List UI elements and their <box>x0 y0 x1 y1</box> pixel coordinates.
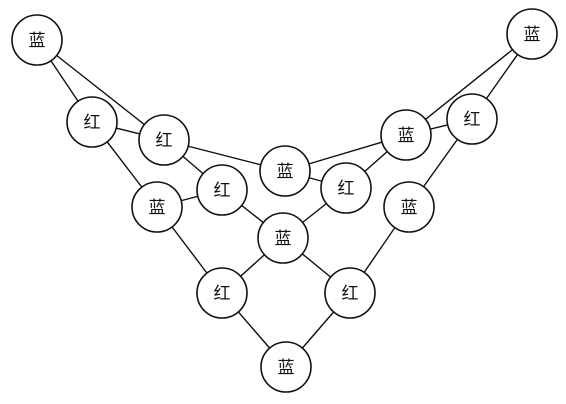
node-label: 红 <box>342 284 359 304</box>
node-label: 蓝 <box>149 198 166 218</box>
node-label: 红 <box>214 284 231 304</box>
node-label: 红 <box>464 110 481 130</box>
graph-node: 蓝 <box>11 14 63 66</box>
node-circle <box>131 181 183 233</box>
node-circle <box>257 212 309 264</box>
graph-node: 蓝 <box>259 145 311 197</box>
node-label: 蓝 <box>278 358 295 378</box>
node-label: 蓝 <box>398 126 415 146</box>
graph-node: 蓝 <box>257 212 309 264</box>
edges-layer <box>36 33 533 368</box>
node-circle <box>446 93 498 145</box>
node-circle <box>11 14 63 66</box>
node-circle <box>506 8 558 60</box>
node-circle <box>320 162 372 214</box>
node-circle <box>260 341 312 393</box>
node-label: 蓝 <box>401 198 418 218</box>
graph-node: 红 <box>324 267 376 319</box>
node-label: 蓝 <box>29 31 46 51</box>
node-circle <box>138 114 190 166</box>
nodes-layer: 蓝红红蓝红蓝红蓝蓝红蓝蓝红红蓝 <box>11 8 558 393</box>
graph-node: 蓝 <box>131 181 183 233</box>
node-circle <box>324 267 376 319</box>
graph-node: 红 <box>446 93 498 145</box>
node-label: 红 <box>156 131 173 151</box>
graph-node: 红 <box>138 114 190 166</box>
node-circle <box>196 164 248 216</box>
graph-node: 蓝 <box>383 181 435 233</box>
node-label: 红 <box>338 179 355 199</box>
node-circle <box>66 96 118 148</box>
node-circle <box>380 109 432 161</box>
graph-edge <box>36 39 165 141</box>
node-circle <box>196 267 248 319</box>
node-label: 蓝 <box>524 25 541 45</box>
graph-node: 蓝 <box>380 109 432 161</box>
graph-node: 红 <box>66 96 118 148</box>
graph-node: 蓝 <box>260 341 312 393</box>
node-circle <box>383 181 435 233</box>
node-label: 红 <box>84 113 101 133</box>
graph-node: 红 <box>196 267 248 319</box>
graph-edge <box>405 33 533 136</box>
node-label: 蓝 <box>275 229 292 249</box>
graph-node: 红 <box>320 162 372 214</box>
graph-node: 蓝 <box>506 8 558 60</box>
graph-node: 红 <box>196 164 248 216</box>
node-label: 红 <box>214 181 231 201</box>
node-label: 蓝 <box>277 162 294 182</box>
node-circle <box>259 145 311 197</box>
